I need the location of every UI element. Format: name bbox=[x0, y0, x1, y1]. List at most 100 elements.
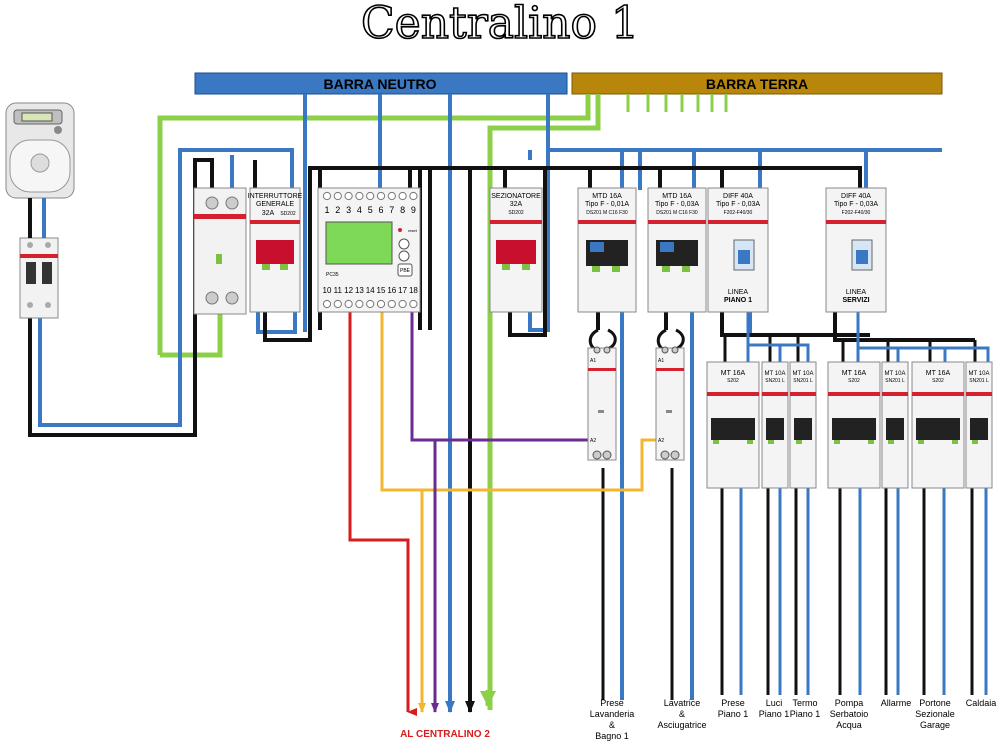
svg-text:GENERALE: GENERALE bbox=[256, 201, 294, 208]
to-panel-2-label: AL CENTRALINO 2 bbox=[400, 729, 490, 740]
svg-text:reset: reset bbox=[408, 228, 418, 233]
pcm-terminal bbox=[387, 299, 396, 309]
pcm-terminal-number: 2 bbox=[335, 205, 340, 215]
pcm-terminal bbox=[333, 191, 342, 201]
svg-text:DS201 M C16 F30: DS201 M C16 F30 bbox=[586, 210, 628, 216]
svg-text:MTD 16A: MTD 16A bbox=[662, 193, 692, 200]
pcm-terminal bbox=[322, 191, 332, 201]
svg-text:DIFF 40A: DIFF 40A bbox=[723, 193, 753, 200]
svg-text:Acqua: Acqua bbox=[836, 720, 862, 730]
output-label: Lavatrice&Asciugatrice bbox=[657, 698, 706, 730]
svg-text:&: & bbox=[609, 720, 615, 730]
pcm-terminal-number: 6 bbox=[378, 205, 383, 215]
pcm-terminal bbox=[344, 299, 353, 309]
pcm-terminal bbox=[322, 299, 332, 309]
contactor-1: A1 A2 bbox=[587, 346, 617, 461]
isolator: SEZIONATORE 32A SD202 bbox=[489, 187, 543, 313]
earth-bar-label: BARRA TERRA bbox=[706, 76, 808, 92]
svg-text:SN201 L: SN201 L bbox=[793, 378, 813, 384]
svg-text:S202: S202 bbox=[727, 378, 739, 384]
svg-text:DIFF 40A: DIFF 40A bbox=[841, 193, 871, 200]
svg-text:MT 16A: MT 16A bbox=[842, 370, 867, 377]
svg-text:MT 16A: MT 16A bbox=[721, 370, 746, 377]
svg-text:Lavatrice: Lavatrice bbox=[664, 698, 701, 708]
svg-text:Prese: Prese bbox=[721, 698, 745, 708]
svg-text:Lavanderia: Lavanderia bbox=[590, 709, 635, 719]
svg-text:MT 10A: MT 10A bbox=[793, 371, 814, 377]
earth-bar bbox=[571, 72, 943, 95]
earth-studs bbox=[626, 94, 728, 112]
svg-text:Sezionale: Sezionale bbox=[915, 709, 955, 719]
svg-text:S202: S202 bbox=[932, 378, 944, 384]
pcm-terminal-number: 18 bbox=[409, 286, 418, 295]
svg-text:LINEA: LINEA bbox=[846, 289, 867, 296]
svg-text:Caldaia: Caldaia bbox=[966, 698, 997, 708]
svg-text:Portone: Portone bbox=[919, 698, 951, 708]
pcm-terminal-number: 7 bbox=[389, 205, 394, 215]
output-label: Caldaia bbox=[966, 698, 997, 708]
svg-text:DS201 M C16 F30: DS201 M C16 F30 bbox=[656, 210, 698, 216]
svg-text:Piano 1: Piano 1 bbox=[790, 709, 821, 719]
pcm-terminal bbox=[344, 191, 353, 201]
pcm-terminal-number: 3 bbox=[346, 205, 351, 215]
svg-text:MTD 16A: MTD 16A bbox=[592, 193, 622, 200]
svg-text:INTERRUTTORE: INTERRUTTORE bbox=[248, 193, 303, 200]
svg-text:Luci: Luci bbox=[766, 698, 783, 708]
svg-text:Tipo F - 0,03A: Tipo F - 0,03A bbox=[834, 201, 878, 208]
svg-text:32A: 32A bbox=[262, 210, 275, 217]
pcm-terminal bbox=[366, 191, 375, 201]
svg-text:Piano 1: Piano 1 bbox=[718, 709, 749, 719]
neutral-wires bbox=[38, 94, 942, 710]
pcm-terminal-number: 16 bbox=[387, 286, 396, 295]
red-wire bbox=[348, 312, 417, 716]
svg-text:Piano 1: Piano 1 bbox=[759, 709, 790, 719]
contactor-2: A1 A2 bbox=[655, 346, 685, 461]
svg-text:SD202: SD202 bbox=[508, 210, 524, 216]
svg-text:Termo: Termo bbox=[792, 698, 817, 708]
page-title: Centralino 1 bbox=[361, 0, 639, 49]
rcd-servizi: DIFF 40A Tipo F - 0,03A F202-F40/30 LINE… bbox=[825, 187, 887, 313]
svg-text:32A: 32A bbox=[510, 201, 523, 208]
pcm-terminal bbox=[355, 299, 364, 309]
svg-text:MT 10A: MT 10A bbox=[885, 371, 906, 377]
pcm-terminal-number: 8 bbox=[400, 205, 405, 215]
svg-text:SN201 L: SN201 L bbox=[969, 378, 989, 384]
pcm-terminal-number: 1 bbox=[324, 205, 329, 215]
svg-text:A2: A2 bbox=[658, 438, 664, 444]
pcm-terminal bbox=[376, 191, 386, 201]
svg-text:Tipo F - 0,03A: Tipo F - 0,03A bbox=[655, 201, 699, 208]
pcm-terminal bbox=[387, 191, 396, 201]
pcm-terminal-number: 9 bbox=[411, 205, 416, 215]
svg-text:SN201 L: SN201 L bbox=[885, 378, 905, 384]
svg-text:SN201 L: SN201 L bbox=[765, 378, 785, 384]
meter-breaker bbox=[19, 237, 59, 319]
pcm-terminal bbox=[366, 299, 375, 309]
svg-text:A1: A1 bbox=[590, 358, 596, 364]
pcm-terminal-number: 10 bbox=[323, 286, 332, 295]
pcm-terminal-number: 4 bbox=[357, 205, 362, 215]
svg-text:SD202: SD202 bbox=[280, 211, 296, 217]
pcm-terminal bbox=[409, 299, 418, 309]
pcm-terminal-number: 12 bbox=[344, 286, 353, 295]
yellow-wire bbox=[380, 312, 658, 492]
svg-text:A1: A1 bbox=[658, 358, 664, 364]
pcm-terminal bbox=[355, 191, 364, 201]
rcd-piano-1: DIFF 40A Tipo F - 0,03A F202-F40/30 LINE… bbox=[707, 187, 769, 313]
pcm-terminal-number: 11 bbox=[334, 286, 343, 295]
svg-text:Allarme: Allarme bbox=[881, 698, 912, 708]
svg-text:PBE: PBE bbox=[400, 268, 411, 274]
pcm-terminal bbox=[398, 299, 407, 309]
output-label: Allarme bbox=[881, 698, 912, 708]
